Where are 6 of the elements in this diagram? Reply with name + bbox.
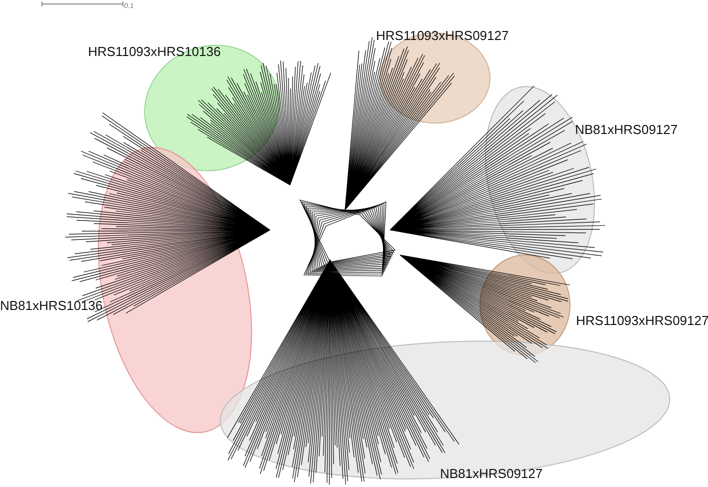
group-label: HRS11093xHRS10136 bbox=[88, 44, 221, 59]
group-label: NB81xHRS09127 bbox=[575, 122, 678, 137]
group-label: HRS11093xHRS09127 bbox=[376, 28, 509, 43]
group-label: NB81xHRS10136 bbox=[0, 298, 103, 313]
group-label: HRS11093xHRS09127 bbox=[576, 313, 708, 328]
group-label: NB81xHRS09127 bbox=[440, 466, 543, 481]
